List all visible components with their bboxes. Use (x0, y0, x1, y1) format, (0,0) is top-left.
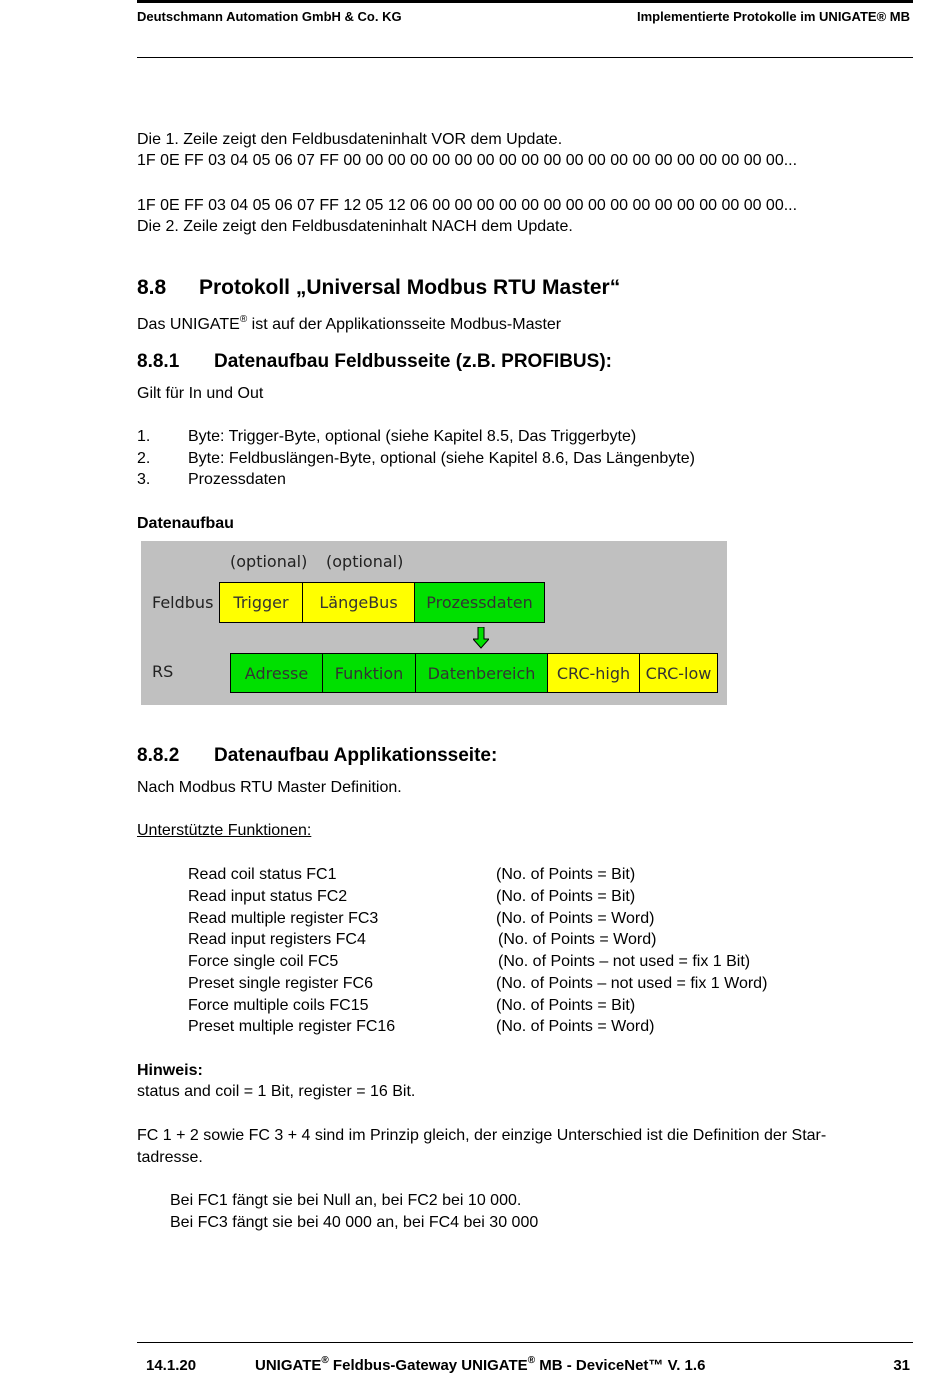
section-8-8-1-number: 8.8.1 (137, 351, 180, 372)
list-item-number: 3. (137, 471, 151, 488)
footer-title-part: Feldbus-Gateway UNIGATE (328, 1357, 528, 1374)
note-label: Hinweis: (137, 1062, 203, 1079)
function-points: (No. of Points – not used = fix 1 Bit) (498, 953, 751, 970)
registered-mark: ® (527, 1355, 536, 1366)
registered-mark: ® (239, 313, 248, 325)
function-points: (No. of Points = Word) (496, 910, 655, 927)
footer-rule (137, 1342, 913, 1343)
cell-adresse: Adresse (230, 653, 323, 693)
section-8-8-number: 8.8 (137, 276, 167, 299)
cell-datenbereich: Datenbereich (415, 653, 548, 693)
section-8-8-text: Das UNIGATE® ist auf der Applikationssei… (137, 313, 562, 335)
function-name: Preset multiple register FC16 (188, 1018, 396, 1035)
section-8-8-text-after: ist auf der Applikationsseite Modbus-Mas… (247, 316, 562, 333)
function-name: Read input status FC2 (188, 888, 348, 905)
section-8-8-1-title: Datenaufbau Feldbusseite (z.B. PROFIBUS)… (214, 351, 612, 372)
intro-line-1: Die 1. Zeile zeigt den Feldbusdateninhal… (137, 131, 563, 148)
functions-label: Unterstützte Funktionen: (137, 822, 312, 839)
function-points: (No. of Points = Word) (496, 1018, 655, 1035)
section-8-8-2-text: Nach Modbus RTU Master Definition. (137, 779, 402, 796)
list-item-number: 2. (137, 450, 151, 467)
registered-mark: ® (321, 1355, 329, 1366)
function-name: Force single coil FC5 (188, 953, 339, 970)
function-name: Read input registers FC4 (188, 931, 366, 948)
optional-label-trigger: (optional) (230, 552, 308, 571)
section-8-8-text-before: Das UNIGATE (137, 316, 240, 333)
note-paragraph-line-1: FC 1 + 2 sowie FC 3 + 4 sind im Prinzip … (137, 1127, 827, 1144)
list-item-text: Prozessdaten (188, 471, 286, 488)
cell-trigger: Trigger (219, 582, 303, 623)
row-label-rs: RS (152, 662, 174, 681)
list-item-number: 1. (137, 428, 151, 445)
function-points: (No. of Points = Bit) (496, 888, 636, 905)
list-item: 3. (137, 470, 150, 490)
note-indent-1: Bei FC1 fängt sie bei Null an, bei FC2 b… (170, 1192, 522, 1209)
intro-hex-after: 1F 0E FF 03 04 05 06 07 FF 12 05 12 06 0… (137, 197, 798, 214)
note-indent-2: Bei FC3 fängt sie bei 40 000 an, bei FC4… (170, 1214, 539, 1231)
optional-label-length: (optional) (326, 552, 404, 571)
list-item: 1. (137, 427, 150, 447)
cell-laengebus: LängeBus (302, 582, 415, 623)
function-name: Read multiple register FC3 (188, 910, 379, 927)
datenaufbau-label: Datenaufbau (137, 515, 234, 532)
footer-title-part: UNIGATE (255, 1357, 322, 1374)
footer-date: 14.1.20 (146, 1357, 197, 1374)
footer-title: UNIGATE® Feldbus-Gateway UNIGATE® MB - D… (255, 1355, 706, 1375)
cell-prozessdaten: Prozessdaten (414, 582, 545, 623)
footer-page-number: 31 (893, 1357, 910, 1374)
intro-hex-before: 1F 0E FF 03 04 05 06 07 FF 00 00 00 00 0… (137, 152, 798, 169)
footer-title-part: MB - DeviceNet™ V. 1.6 (535, 1357, 706, 1374)
function-name: Read coil status FC1 (188, 866, 337, 883)
section-8-8-2-number: 8.8.2 (137, 745, 180, 766)
row-label-feldbus: Feldbus (152, 593, 214, 612)
header-rule (137, 57, 913, 58)
cell-crc-low: CRC-low (639, 653, 718, 693)
list-item-text: Byte: Trigger-Byte, optional (siehe Kapi… (188, 428, 637, 445)
function-points: (No. of Points = Bit) (496, 997, 636, 1014)
arrow-down-icon (473, 627, 489, 649)
function-name: Preset single register FC6 (188, 975, 373, 992)
data-structure-diagram: (optional) (optional) Feldbus RS Trigger… (141, 541, 727, 705)
note-text: status and coil = 1 Bit, register = 16 B… (137, 1083, 416, 1100)
header-company: Deutschmann Automation GmbH & Co. KG (137, 9, 402, 24)
function-name: Force multiple coils FC15 (188, 997, 369, 1014)
section-8-8-1-intro: Gilt für In und Out (137, 385, 264, 402)
cell-funktion: Funktion (322, 653, 416, 693)
list-item-text: Byte: Feldbuslängen-Byte, optional (sieh… (188, 450, 695, 467)
header-chapter: Implementierte Protokolle im UNIGATE® MB (637, 9, 910, 24)
cell-crc-high: CRC-high (547, 653, 640, 693)
function-points: (No. of Points = Word) (498, 931, 657, 948)
function-points: (No. of Points – not used = fix 1 Word) (496, 975, 768, 992)
list-item: 2. (137, 449, 150, 469)
section-8-8-2-title: Datenaufbau Applikationsseite: (214, 745, 498, 766)
note-paragraph-line-2: tadresse. (137, 1149, 203, 1166)
function-points: (No. of Points = Bit) (496, 866, 636, 883)
intro-line-2: Die 2. Zeile zeigt den Feldbusdateninhal… (137, 218, 573, 235)
header-top-rule (137, 0, 913, 3)
section-8-8-title: Protokoll „Universal Modbus RTU Master“ (199, 276, 621, 299)
